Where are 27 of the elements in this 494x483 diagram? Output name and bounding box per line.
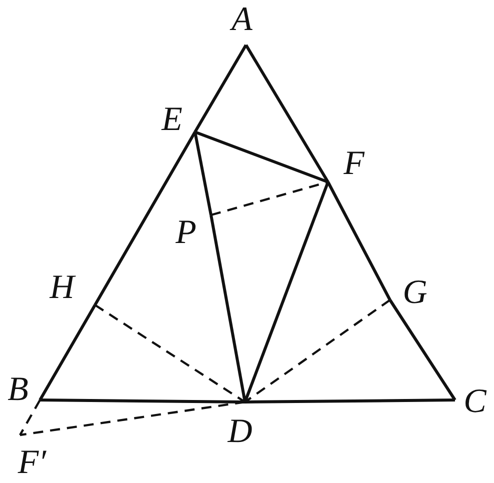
point-label: E (162, 103, 182, 137)
line-segment (194, 132, 212, 216)
dashed-segment (94, 304, 246, 403)
point-label: P (176, 216, 196, 250)
point-label: A (232, 3, 252, 37)
line-segment (244, 398, 456, 404)
dashed-segment (19, 399, 41, 436)
line-segment (388, 299, 456, 401)
line-segment (194, 130, 329, 184)
point-label: B (8, 373, 28, 407)
dashed-segment (210, 180, 328, 216)
line-segment (94, 131, 196, 306)
line-segment (194, 44, 248, 133)
dashed-segment (244, 299, 391, 403)
point-label: C (464, 385, 486, 419)
line-segment (40, 398, 246, 404)
line-segment (244, 181, 330, 403)
point-label: G (402, 276, 428, 310)
dashed-segment (20, 400, 246, 436)
line-segment (38, 304, 96, 401)
point-label: F′ (18, 446, 46, 480)
line-segment (326, 181, 392, 301)
line-segment (210, 214, 246, 402)
point-label: H (50, 271, 74, 305)
line-segment (244, 44, 330, 183)
point-label: D (228, 415, 252, 449)
point-label: F (344, 147, 364, 181)
